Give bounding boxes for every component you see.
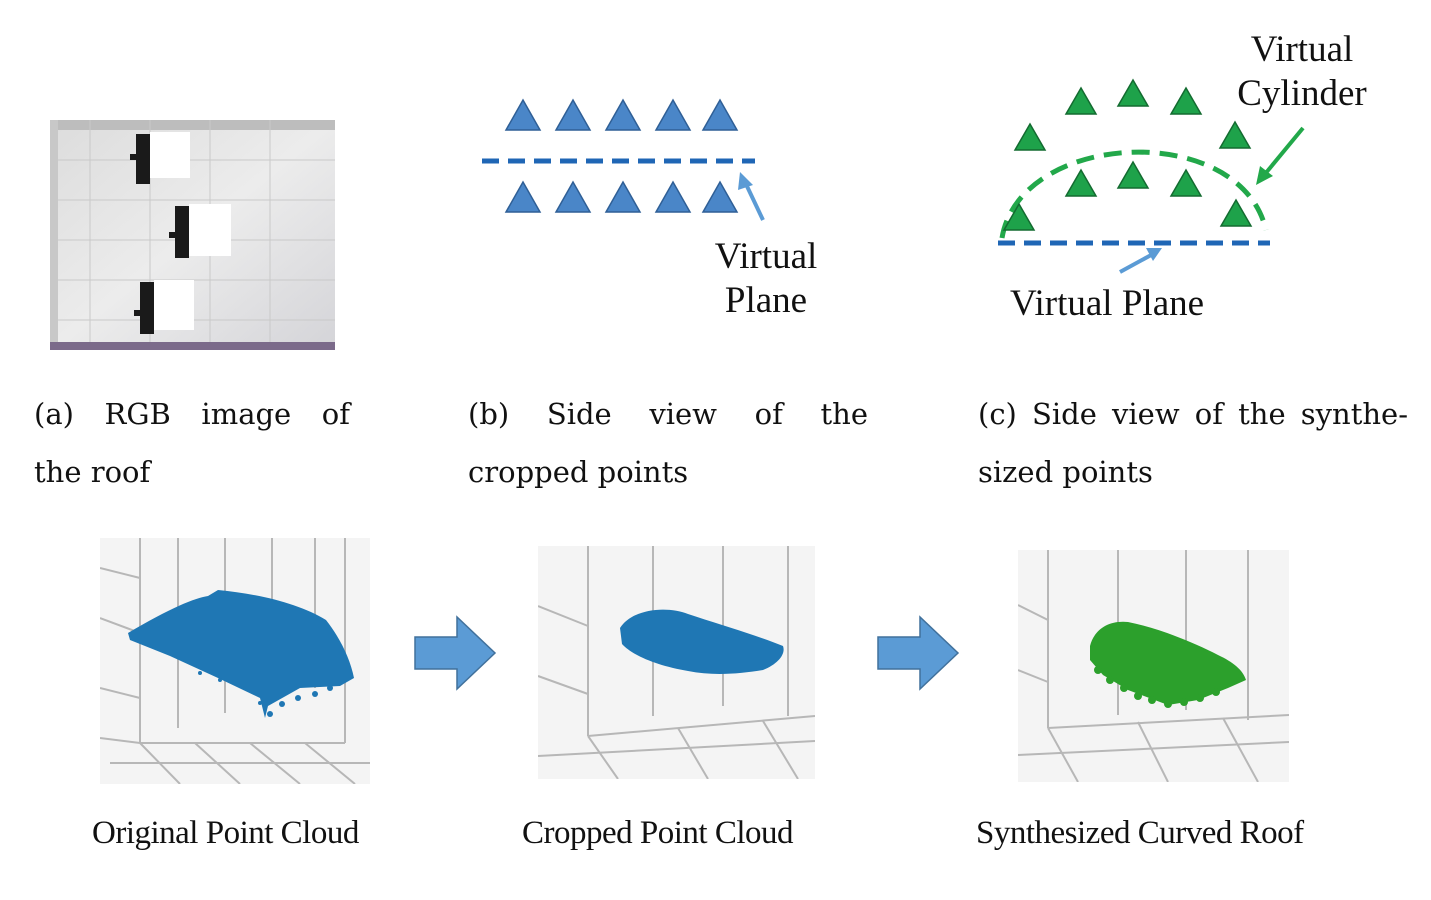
point-triangle	[654, 180, 692, 213]
point-triangle	[1002, 202, 1036, 231]
virtual-cylinder-label: Virtual Cylinder	[1237, 29, 1367, 114]
point-triangle	[701, 98, 739, 131]
point-triangle	[1219, 198, 1253, 227]
point-cloud-blue	[128, 590, 354, 718]
point-cloud-green	[1090, 621, 1246, 705]
point-triangle	[1064, 86, 1098, 115]
point-triangle	[1218, 120, 1252, 149]
point-triangle	[604, 98, 642, 131]
cylinder-pointer-arrow	[1263, 126, 1305, 176]
pipeline-arrow-2	[876, 615, 960, 691]
plane-pointer-arrow	[1119, 252, 1154, 274]
point-triangle	[1169, 86, 1203, 115]
point-triangle	[554, 180, 592, 213]
point-triangle	[701, 180, 739, 213]
virtual-plane-label: Virtual Plane	[714, 236, 818, 321]
point-triangle	[1013, 122, 1047, 151]
point-triangle	[1169, 168, 1203, 197]
caption-c: (c) Side view of the synthe- sized point…	[978, 397, 1408, 489]
pipeline-arrow-1	[413, 615, 497, 691]
virtual-cylinder-arc	[999, 149, 1269, 239]
point-triangle	[504, 180, 542, 213]
point-triangle	[1116, 78, 1150, 107]
original-point-cloud-image	[100, 538, 370, 784]
virtual-cylinder-diagram	[990, 70, 1310, 280]
rgb-roof-image	[50, 120, 335, 350]
point-triangle	[654, 98, 692, 131]
cropped-point-cloud-label: Cropped Point Cloud	[522, 815, 794, 851]
point-triangle	[604, 180, 642, 213]
virtual-plane-diagram	[470, 90, 850, 250]
caption-a: (a) RGB image of the roof	[34, 397, 350, 489]
point-cloud-blue	[620, 609, 784, 674]
caption-b: (b) Side view of the cropped points	[468, 397, 868, 489]
point-triangle	[1116, 160, 1150, 189]
original-point-cloud-label: Original Point Cloud	[92, 815, 359, 851]
synthesized-curved-roof-label: Synthesized Curved Roof	[976, 815, 1304, 851]
point-triangle	[554, 98, 592, 131]
cropped-point-cloud-image	[538, 546, 815, 779]
point-triangle	[1064, 168, 1098, 197]
pointer-arrow	[743, 181, 765, 221]
point-triangle	[504, 98, 542, 131]
synthesized-roof-image	[1018, 550, 1289, 782]
virtual-plane-label-c: Virtual Plane	[1010, 283, 1205, 324]
